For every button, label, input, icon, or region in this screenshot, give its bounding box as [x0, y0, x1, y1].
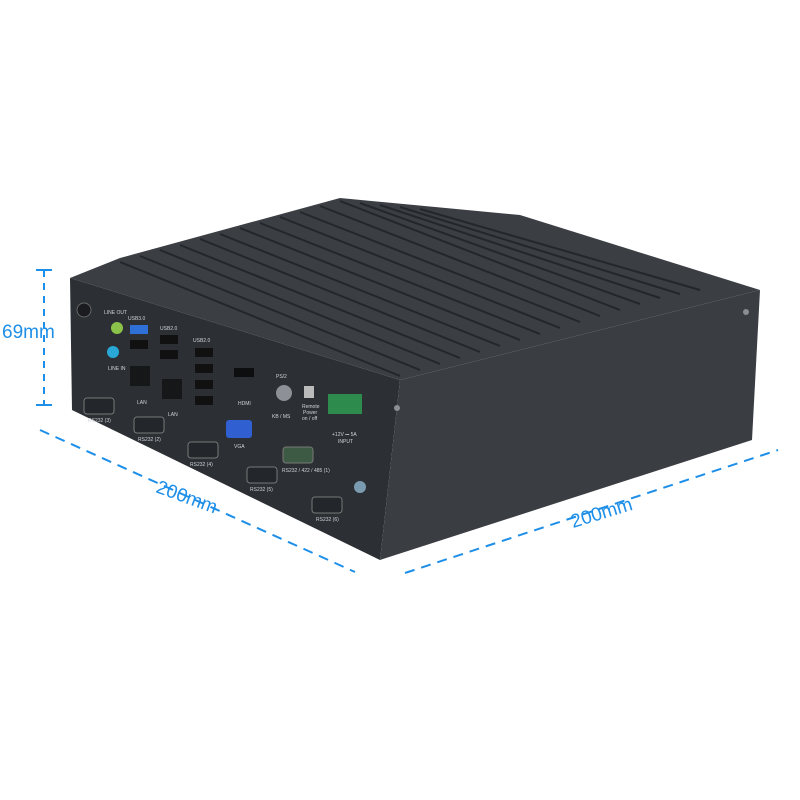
lan-label: LAN: [168, 412, 178, 418]
serial-ports: [83, 397, 343, 514]
remote-label: Remote: [302, 404, 320, 410]
usb3-label: USB3.0: [128, 316, 145, 322]
ground-screw-icon: [354, 481, 366, 493]
lan-port: [162, 379, 182, 399]
com4-label: RS232 (4): [190, 462, 213, 468]
width-dimension: 200mm: [153, 477, 220, 518]
usb2-label: USB2.0: [160, 326, 177, 332]
vga-port: [226, 420, 252, 438]
com2-label: RS232 (2): [138, 437, 161, 443]
hdmi-label: HDMI: [238, 401, 251, 407]
com6-label: RS232 (6): [316, 517, 339, 523]
line-in-jack: [107, 346, 119, 358]
line-out-label: LINE OUT: [104, 310, 127, 316]
hdmi-port: [234, 368, 254, 377]
usb2-port: [130, 340, 148, 349]
line-out-jack: [111, 322, 123, 334]
lan-label: LAN: [137, 400, 147, 406]
remote-switch: [304, 386, 314, 398]
kbms-label: KB / MS: [272, 414, 291, 420]
heatsink-fins: [119, 200, 701, 377]
usb2-port: [160, 335, 178, 344]
power-label: +12V ⎓ 5A: [332, 432, 357, 438]
power-label: INPUT: [338, 439, 353, 445]
front-panel: [70, 278, 400, 560]
lan-port: [130, 366, 150, 386]
ps2-port: [276, 385, 292, 401]
height-dimension: 69mm: [2, 322, 55, 343]
vga-label: VGA: [234, 444, 245, 450]
dimension-lines: [36, 269, 779, 574]
com5-label: RS232 (5): [250, 487, 273, 493]
usb2-label: USB2.0: [193, 338, 210, 344]
usb3-port: [130, 325, 148, 334]
screw-icon: [394, 405, 400, 411]
remote-label: on / off: [302, 416, 318, 422]
depth-dimension: 200mm: [568, 494, 635, 533]
side-panel: [380, 290, 760, 560]
com3-label: RS232 (3): [88, 418, 111, 424]
ps2-label: PS/2: [276, 374, 287, 380]
usb2-port: [160, 350, 178, 359]
screw-icon: [743, 309, 749, 315]
line-in-label: LINE IN: [108, 366, 126, 372]
com1-label: RS232 / 422 / 485 (1): [282, 468, 330, 474]
remote-label: Power: [303, 410, 318, 416]
power-terminal: [328, 394, 362, 414]
power-button[interactable]: [76, 302, 92, 318]
